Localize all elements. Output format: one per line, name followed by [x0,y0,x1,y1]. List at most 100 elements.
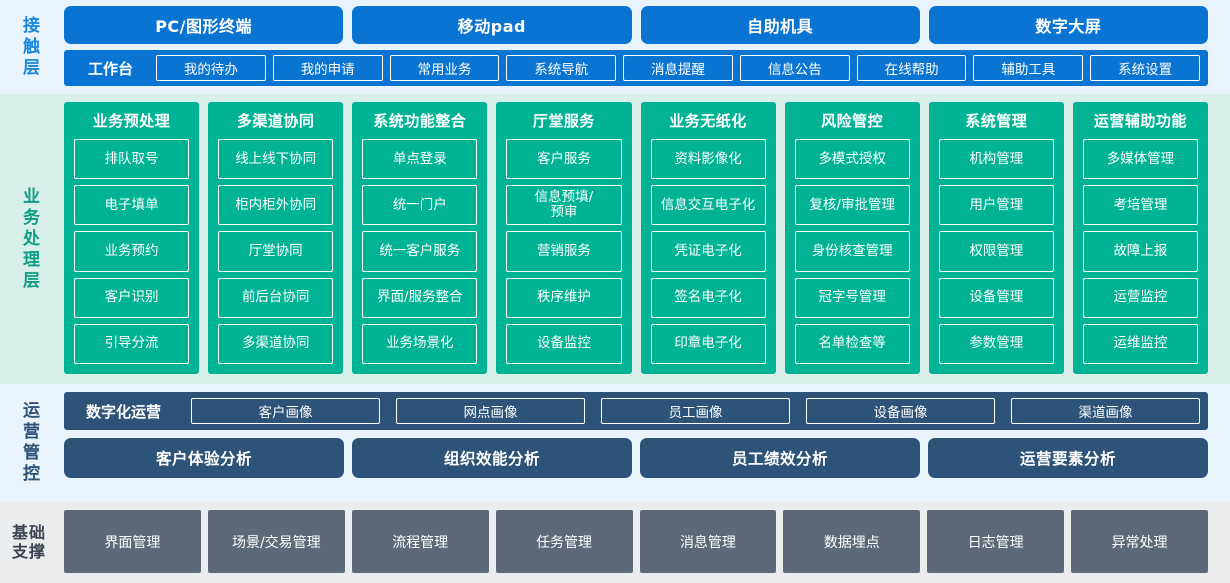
business-item[interactable]: 设备管理 [938,277,1054,318]
workbench-item-common-business[interactable]: 常用业务 [389,55,500,81]
column-title: 风险管控 [821,112,884,130]
workbench-row: 工作台 我的待办 我的申请 常用业务 系统导航 消息提醒 信息公告 在线帮助 辅… [64,50,1208,86]
digital-operations-row: 数字化运营 客户画像 网点画像 员工画像 设备画像 渠道画像 [64,392,1208,430]
business-item[interactable]: 单点登录 [362,139,478,180]
contact-layer-label: 接触层 [0,0,58,94]
business-item[interactable]: 线上线下协同 [218,139,334,180]
workbench-label: 工作台 [88,59,134,78]
business-item[interactable]: 客户识别 [74,277,190,318]
business-item[interactable]: 凭证电子化 [650,231,766,272]
business-item[interactable]: 故障上报 [1082,231,1198,272]
analysis-customer-experience[interactable]: 客户体验分析 [64,438,344,478]
base-support-layer: 基础 支撑 界面管理 场景/交易管理 流程管理 任务管理 消息管理 数据埋点 日… [0,502,1230,583]
business-layer-label: 业务处理层 [0,94,58,384]
workbench-item-system-navigation[interactable]: 系统导航 [506,55,617,81]
workbench-item-aux-tools[interactable]: 辅助工具 [973,55,1084,81]
base-support-row: 界面管理 场景/交易管理 流程管理 任务管理 消息管理 数据埋点 日志管理 异常… [64,510,1208,573]
operations-layer-body: 数字化运营 客户画像 网点画像 员工画像 设备画像 渠道画像 客户体验分析 组织… [58,384,1230,502]
business-item[interactable]: 多媒体管理 [1082,139,1198,180]
business-item[interactable]: 资料影像化 [650,139,766,180]
base-item-message-management[interactable]: 消息管理 [639,510,777,573]
business-item[interactable]: 多渠道协同 [218,323,334,365]
business-item[interactable]: 营销服务 [506,231,622,272]
business-item[interactable]: 签名电子化 [650,277,766,318]
business-column-system-function-integration: 系统功能整合 单点登录 统一门户 统一客户服务 界面/服务整合 业务场景化 [352,102,488,374]
column-title: 业务无纸化 [669,112,747,130]
business-item[interactable]: 考培管理 [1082,185,1198,226]
business-item[interactable]: 运维监控 [1082,323,1198,365]
business-item[interactable]: 客户服务 [506,139,622,180]
business-column-multichannel-collaboration: 多渠道协同 线上线下协同 柜内柜外协同 厅堂协同 前后台协同 多渠道协同 [208,102,344,374]
column-title: 运营辅助功能 [1093,112,1187,130]
business-item[interactable]: 印章电子化 [650,323,766,365]
business-item[interactable]: 冠字号管理 [794,277,910,318]
business-item[interactable]: 秩序维护 [506,277,622,318]
business-item[interactable]: 排队取号 [74,139,190,180]
column-title: 系统功能整合 [373,112,467,130]
portrait-customer[interactable]: 客户画像 [191,398,381,424]
base-support-layer-body: 界面管理 场景/交易管理 流程管理 任务管理 消息管理 数据埋点 日志管理 异常… [58,502,1230,583]
business-item[interactable]: 信息交互电子化 [650,185,766,226]
channel-pc[interactable]: PC/图形终端 [64,6,344,44]
workbench-item-message-reminder[interactable]: 消息提醒 [623,55,733,81]
business-item[interactable]: 厅堂协同 [218,231,334,272]
channel-digital-screen[interactable]: 数字大屏 [928,6,1208,44]
portrait-employee[interactable]: 员工画像 [601,398,791,424]
business-item[interactable]: 用户管理 [938,185,1054,226]
workbench-item-online-help[interactable]: 在线帮助 [856,55,967,81]
operations-layer: 运营管控 数字化运营 客户画像 网点画像 员工画像 设备画像 渠道画像 客户体验… [0,384,1230,502]
business-item[interactable]: 权限管理 [938,231,1054,272]
business-item[interactable]: 柜内柜外协同 [218,185,334,226]
business-item[interactable]: 界面/服务整合 [362,277,478,318]
portrait-branch[interactable]: 网点画像 [396,398,586,424]
analysis-organization-efficiency[interactable]: 组织效能分析 [352,438,632,478]
operations-layer-label: 运营管控 [0,384,58,502]
business-item[interactable]: 设备监控 [506,323,622,365]
base-item-scene-transaction-management[interactable]: 场景/交易管理 [207,510,345,573]
column-title: 系统管理 [965,112,1028,130]
base-item-exception-handling[interactable]: 异常处理 [1071,510,1208,573]
analysis-operation-elements[interactable]: 运营要素分析 [928,438,1208,478]
business-item[interactable]: 复核/审批管理 [794,185,910,226]
contact-layer: 接触层 PC/图形终端 移动pad 自助机具 数字大屏 工作台 我的待办 我的申… [0,0,1230,94]
business-item[interactable]: 业务场景化 [362,323,478,365]
business-item[interactable]: 参数管理 [938,323,1054,365]
business-item[interactable]: 电子填单 [74,185,190,226]
base-support-layer-label: 基础 支撑 [0,502,58,583]
workbench-item-announcement[interactable]: 信息公告 [739,55,850,81]
business-item[interactable]: 运营监控 [1082,277,1198,318]
operations-layer-label-text: 运营管控 [19,401,40,485]
column-title: 厅堂服务 [532,112,595,130]
business-item[interactable]: 多模式授权 [794,139,910,180]
base-item-ui-management[interactable]: 界面管理 [64,510,201,573]
business-item[interactable]: 信息预填/ 预审 [506,185,622,226]
business-item[interactable]: 身份核查管理 [794,231,910,272]
business-item[interactable]: 名单检查等 [794,323,910,365]
channel-row: PC/图形终端 移动pad 自助机具 数字大屏 [64,6,1208,44]
business-item[interactable]: 前后台协同 [218,277,334,318]
business-column-pre-processing: 业务预处理 排队取号 电子填单 业务预约 客户识别 引导分流 [64,102,200,374]
channel-self-service[interactable]: 自助机具 [640,6,920,44]
business-layer-label-text: 业务处理层 [19,186,40,292]
business-column-system-management: 系统管理 机构管理 用户管理 权限管理 设备管理 参数管理 [928,102,1064,374]
business-layer-body: 业务预处理 排队取号 电子填单 业务预约 客户识别 引导分流 多渠道协同 线上线… [58,94,1230,384]
business-item[interactable]: 业务预约 [74,231,190,272]
portrait-device[interactable]: 设备画像 [806,398,996,424]
analysis-employee-performance[interactable]: 员工绩效分析 [640,438,920,478]
business-item[interactable]: 统一客户服务 [362,231,478,272]
business-item[interactable]: 统一门户 [362,185,478,226]
business-layer: 业务处理层 业务预处理 排队取号 电子填单 业务预约 客户识别 引导分流 多渠道… [0,94,1230,384]
base-item-log-management[interactable]: 日志管理 [927,510,1065,573]
workbench-item-my-todo[interactable]: 我的待办 [156,55,266,81]
business-item[interactable]: 引导分流 [74,323,190,365]
workbench-item-system-settings[interactable]: 系统设置 [1090,55,1201,81]
workbench-item-my-application[interactable]: 我的申请 [272,55,383,81]
base-item-data-tracking[interactable]: 数据埋点 [783,510,921,573]
base-item-process-management[interactable]: 流程管理 [351,510,489,573]
base-item-task-management[interactable]: 任务管理 [495,510,633,573]
business-item[interactable]: 机构管理 [938,139,1054,180]
base-support-layer-label-text: 基础 支撑 [11,523,46,561]
channel-mobile-pad[interactable]: 移动pad [352,6,632,44]
portrait-channel[interactable]: 渠道画像 [1011,398,1201,424]
